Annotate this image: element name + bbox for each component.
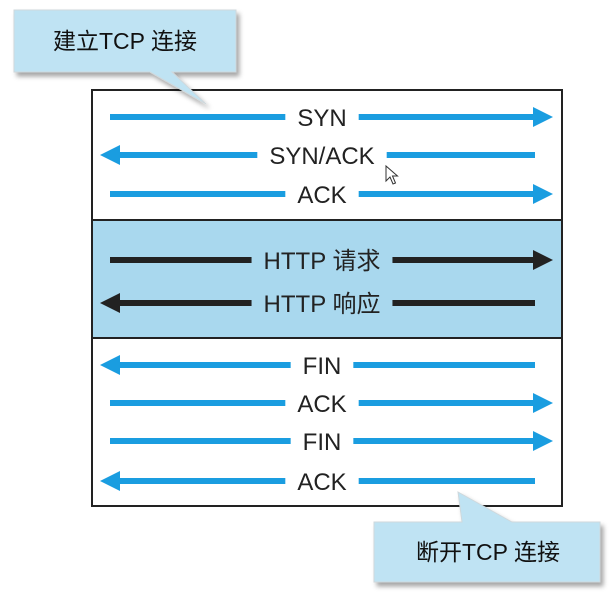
arrow-head-left-icon [100, 145, 120, 165]
terminate-callout [373, 491, 601, 583]
message-label: ACK [297, 391, 346, 418]
message-label: HTTP 响应 [264, 291, 381, 318]
arrow-head-right-icon [533, 107, 553, 127]
establish-callout-label: 建立TCP 连接 [53, 28, 197, 54]
message-label: ACK [297, 182, 346, 209]
mouse-cursor-icon [385, 164, 399, 185]
diagram-frame [91, 89, 563, 507]
message-arrows: SYN SYN/ACK ACK HTTP 请求 HTTP 响应 FIN ACK FIN ACK [100, 105, 553, 496]
http-section [92, 220, 562, 338]
message-label: SYN/ACK [269, 143, 374, 170]
http-message-1: HTTP 请求 [110, 248, 553, 275]
establish-message-3: ACK [110, 182, 553, 209]
message-label: FIN [303, 429, 342, 456]
http-message-2: HTTP 响应 [100, 291, 535, 318]
arrow-head-right-icon [533, 184, 553, 204]
terminate-message-4: ACK [100, 469, 535, 496]
arrow-head-right-icon [533, 250, 553, 270]
arrow-head-right-icon [533, 431, 553, 451]
arrow-head-left-icon [100, 355, 120, 375]
message-label: FIN [303, 353, 342, 380]
establish-callout [13, 9, 237, 105]
terminate-callout-label: 断开TCP 连接 [416, 539, 560, 565]
arrow-head-left-icon [100, 293, 120, 313]
establish-message-1: SYN [110, 105, 553, 132]
arrow-head-left-icon [100, 471, 120, 491]
message-label: ACK [297, 469, 346, 496]
message-label: HTTP 请求 [264, 248, 381, 275]
terminate-message-1: FIN [100, 353, 535, 380]
arrow-head-right-icon [533, 393, 553, 413]
terminate-message-2: ACK [110, 391, 553, 418]
message-label: SYN [297, 105, 346, 132]
establish-message-2: SYN/ACK [100, 143, 535, 170]
terminate-message-3: FIN [110, 429, 553, 456]
